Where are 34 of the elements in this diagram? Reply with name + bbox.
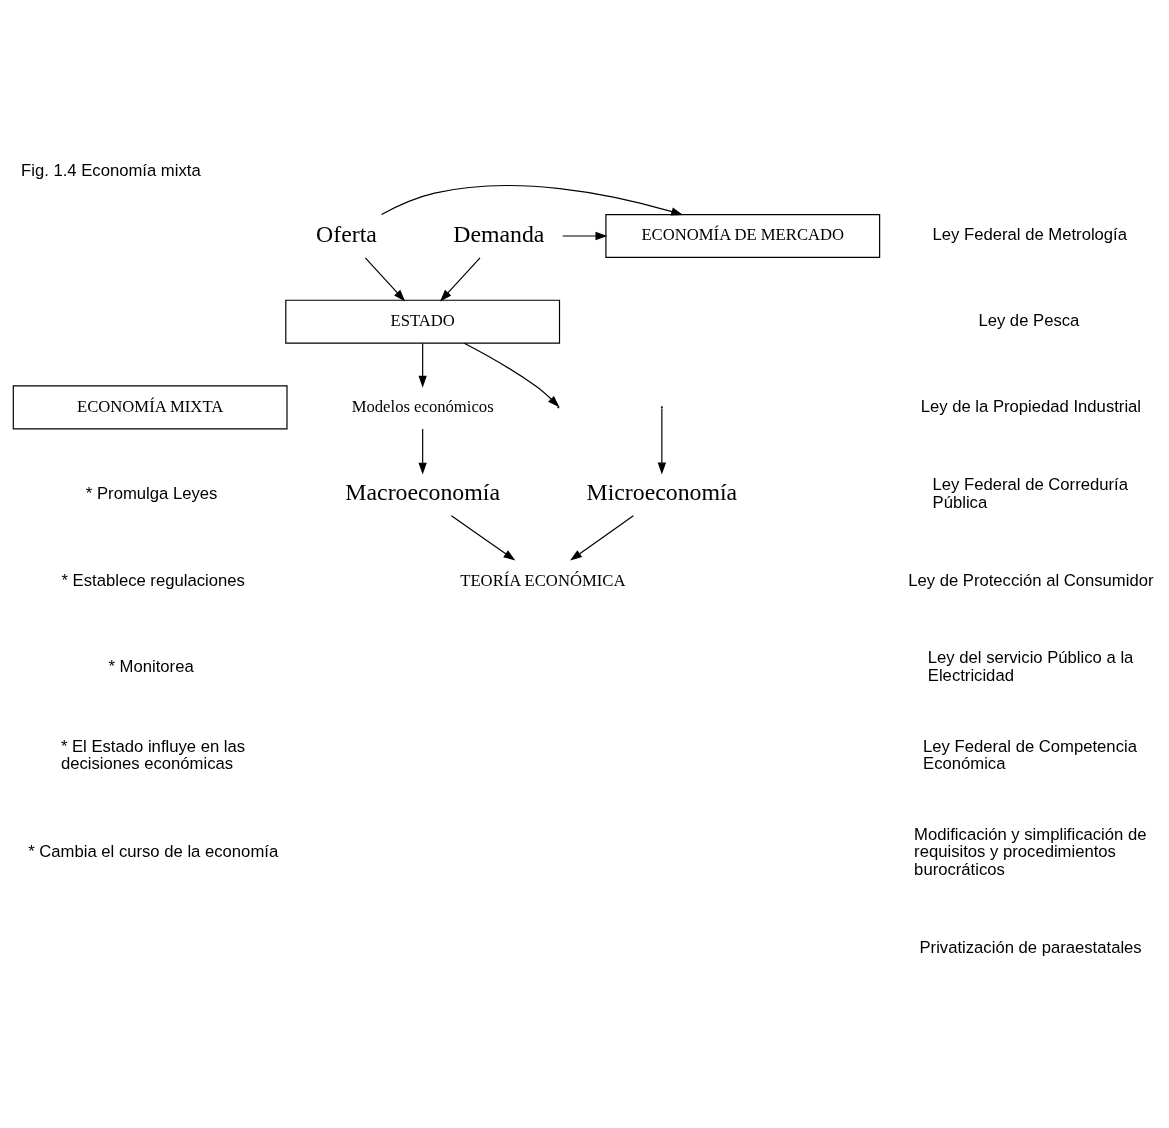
label: Ley Federal de Competencia Económica [923, 736, 1137, 774]
node-text: Macroeconomía [345, 479, 500, 506]
label: Ley de Protección al Consumidor [908, 570, 1154, 590]
arrow [364, 257, 406, 302]
node-box: ECONOMÍA MIXTA [12, 385, 288, 430]
arrow [463, 342, 560, 408]
diagram-title: Fig. 1.4 Economía mixta [21, 160, 201, 180]
arrow [562, 231, 608, 241]
node-text: Demanda [453, 220, 545, 247]
label: Ley de la Propiedad Industrial [920, 396, 1142, 416]
arrow [657, 408, 666, 475]
label: Modificación y simplificación de requisitos y procedimientos burocráticos [914, 824, 1147, 880]
node-text: Microeconomía [586, 479, 738, 506]
node-text: Oferta [316, 220, 377, 247]
node-text: TEORÍA ECONÓMICA [460, 570, 626, 590]
label: * Establece regulaciones [61, 570, 245, 590]
arrow [450, 515, 516, 561]
label: Ley de Pesca [978, 311, 1080, 331]
label: * El Estado influye en las decisiones económicas [60, 736, 246, 774]
arrow [380, 185, 684, 216]
arrow [440, 257, 481, 302]
node-text: Modelos económicos [351, 396, 494, 416]
label: Ley Federal de Metrología [932, 225, 1128, 245]
label: Ley del servicio Público a la Electricidad [927, 648, 1134, 686]
label: * Cambia el curso de la economía [28, 842, 279, 862]
label: Privatización de paraestatales [919, 938, 1142, 958]
label: * Monitorea [108, 657, 194, 677]
arrow [570, 515, 634, 561]
arrow [418, 428, 427, 475]
label: * Promulga Leyes [85, 483, 218, 503]
node-box: ECONOMÍA DE MERCADO [605, 214, 881, 258]
node-box: ESTADO [285, 299, 561, 344]
label: Ley Federal de Correduría Pública [932, 474, 1128, 512]
arrow [418, 342, 427, 388]
